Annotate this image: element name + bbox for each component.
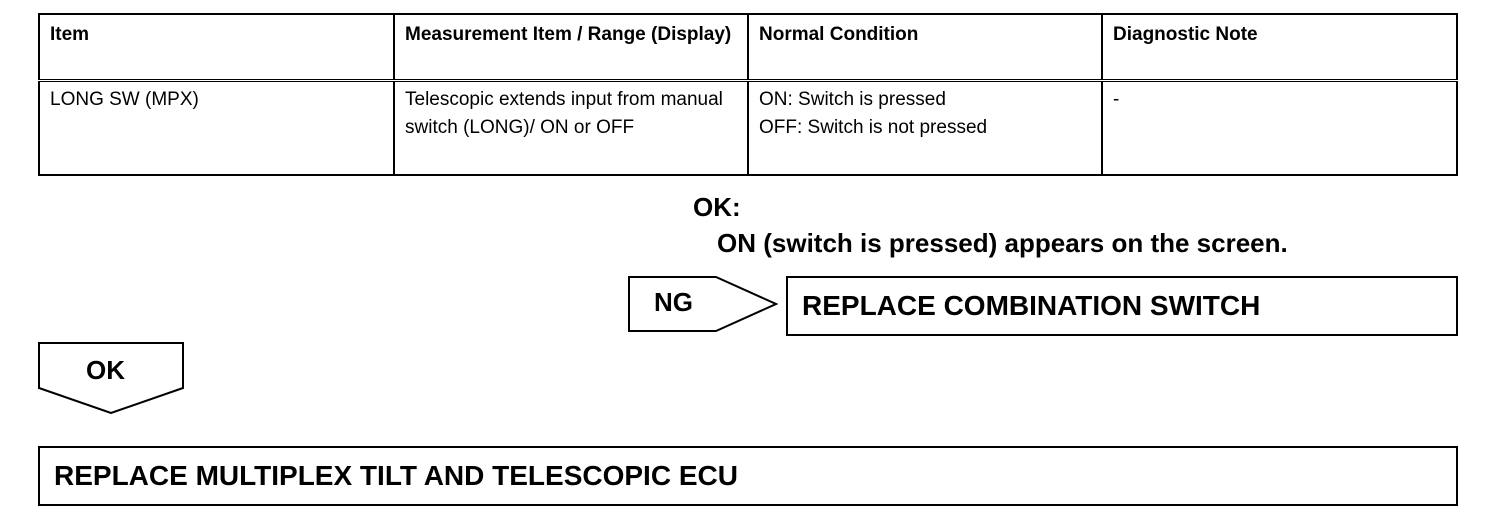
normal-condition-off: OFF: Switch is not pressed (759, 117, 988, 138)
header-diagnostic-note: Diagnostic Note (1101, 13, 1458, 82)
replace-combination-switch-text: REPLACE COMBINATION SWITCH (802, 290, 1261, 321)
replace-ecu-text: REPLACE MULTIPLEX TILT AND TELESCOPIC EC… (54, 460, 738, 491)
cell-diagnostic-note: - (1101, 79, 1458, 176)
cell-measurement: Telescopic extends input from manual swi… (393, 79, 749, 176)
cell-normal-condition: ON: Switch is pressed OFF: Switch is not… (747, 79, 1103, 176)
data-list-table: Item Measurement Item / Range (Display) … (38, 13, 1458, 176)
table-header-row: Item Measurement Item / Range (Display) … (38, 13, 1458, 82)
normal-condition-on: ON: Switch is pressed (759, 89, 946, 110)
header-normal-condition: Normal Condition (747, 13, 1103, 82)
replace-combination-switch-box: REPLACE COMBINATION SWITCH (786, 276, 1458, 336)
header-item: Item (38, 13, 395, 82)
ok-result-title: OK: (693, 192, 741, 222)
ok-label: OK (86, 355, 125, 385)
table-row: LONG SW (MPX) Telescopic extends input f… (38, 79, 1458, 176)
ok-result-text: ON (switch is pressed) appears on the sc… (717, 228, 1288, 258)
ng-label: NG (654, 287, 693, 317)
ok-arrow-icon (38, 342, 184, 414)
replace-ecu-box: REPLACE MULTIPLEX TILT AND TELESCOPIC EC… (38, 446, 1458, 506)
ng-arrow-icon (628, 276, 778, 332)
cell-item: LONG SW (MPX) (38, 79, 395, 176)
header-measurement: Measurement Item / Range (Display) (393, 13, 749, 82)
